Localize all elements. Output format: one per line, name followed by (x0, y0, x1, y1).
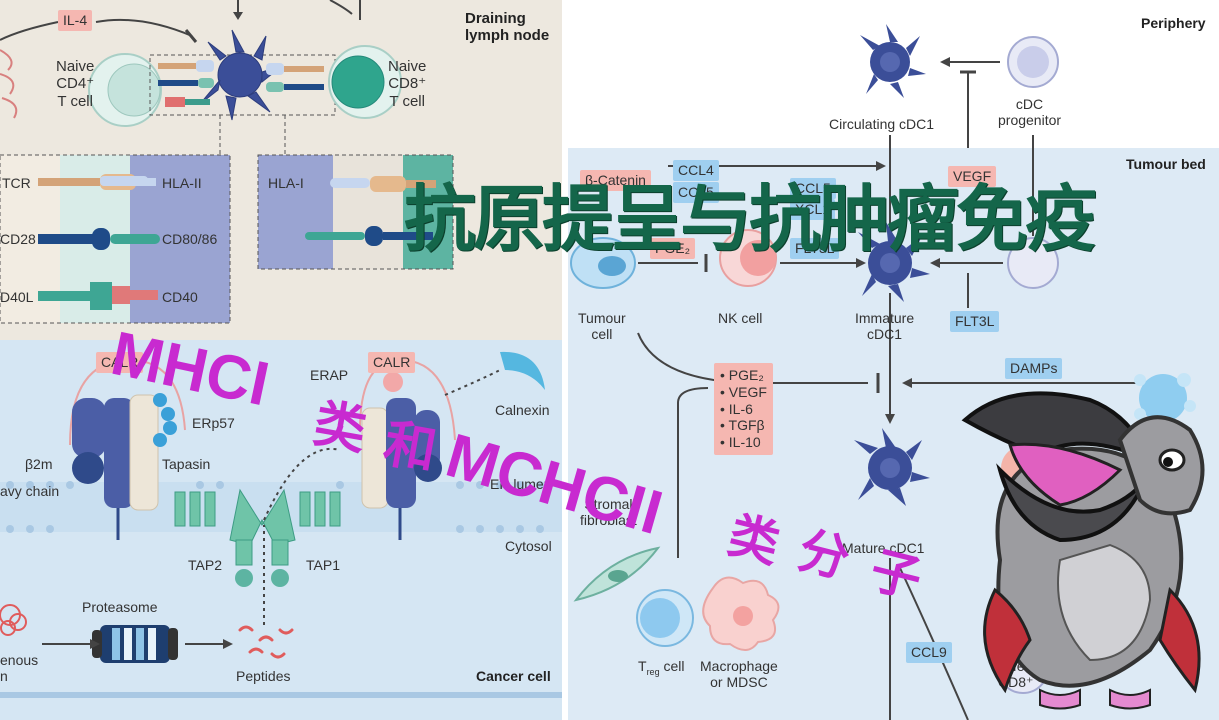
tap2-label: TAP2 (188, 557, 222, 573)
heavy-chain-label: avy chain (0, 483, 60, 499)
erap-label: ERAP (310, 367, 349, 383)
calr-tag-1: CALR (96, 352, 144, 373)
ccl9-tag: CCL9 (906, 642, 952, 663)
calnexin-label: Calnexin (495, 402, 550, 418)
periphery-heading: Periphery (1141, 15, 1206, 31)
tumour-bed-graphics (570, 148, 1196, 720)
treg-cell-label: Treg cell (638, 658, 684, 677)
nk-cell-label: NK cell (718, 310, 763, 326)
effector-cd8-label: Effec CD8⁺ (998, 658, 1033, 690)
factor-il10-text: IL-10 (728, 434, 761, 451)
cd28-label: CD28 (0, 231, 36, 247)
factor-vegf: • VEGF (720, 383, 767, 400)
cancer-cell-panel: CALR CALR ERAP ERp57 β2m Tapasin avy cha… (0, 340, 562, 720)
treg-t: T (638, 658, 647, 674)
stromal-line-2: fibroblast (580, 512, 637, 529)
naive-cd8-line-1: Naive (388, 58, 427, 75)
naive-cd4-line-1: Naive (56, 58, 95, 75)
factor-il6-text: IL-6 (728, 400, 753, 417)
ccl4-tag: CCL4 (673, 160, 719, 181)
stromal-fibroblast-label: Stromal fibroblast (580, 496, 637, 528)
factor-tgfb: • TGFβ (720, 417, 765, 434)
treg-rest: cell (659, 658, 685, 674)
heading-line-1: Draining (465, 10, 526, 27)
immature-cdc1-label: Immature cDC1 (855, 310, 914, 342)
cdc-prog-line-2: progenitor (998, 112, 1062, 129)
endogenous-label: enous n (0, 652, 38, 684)
factor-pge2: • PGE₂ (720, 367, 764, 383)
cdc-prog-line-1: cDC (1015, 96, 1044, 112)
naive-cd4-line-2: CD4⁺ (56, 75, 95, 93)
mature-cdc1-label: Mature cDC1 (842, 540, 925, 556)
periphery-panel: Periphery Circulating cDC1 cDC progenito… (568, 0, 1219, 148)
main-title: 抗原提呈与抗肿瘤免疫 (404, 180, 1097, 260)
dying-line-2: our cell (1148, 456, 1194, 473)
flt3l-tag-b: FLT3L (950, 311, 1000, 332)
effector-line-1: Effec (999, 658, 1032, 674)
cd40-label: CD40 (162, 289, 198, 305)
endogenous-line-2: n (0, 668, 8, 685)
tumour-bed-panel: Tumour bed β-Catenin CCL4 CCL5 CCL5 XCL1… (568, 148, 1219, 720)
cd8086-label: CD80/86 (162, 231, 218, 247)
cancer-cell-graphics (0, 351, 562, 698)
tumour-cell-label: Tumour cell (578, 310, 626, 342)
beta-catenin-tag: β-Catenin (580, 170, 651, 191)
vegf-tag: VEGF (948, 166, 997, 187)
tumour-cell-line-2: cell (591, 326, 613, 343)
macrophage-line-1: Macrophage (700, 658, 778, 674)
cytosol-label: Cytosol (505, 538, 552, 554)
periphery-graphics (860, 24, 1059, 148)
draining-lymph-node-heading: Draining lymph node (465, 10, 549, 45)
factor-pge2-text: PGE₂ (728, 367, 764, 383)
suppressive-factors-box: • PGE₂ • VEGF • IL-6 • TGFβ • IL-10 (714, 363, 773, 455)
mregdc-label: mregDC (1004, 540, 1057, 556)
dying-line-1: Dying (1152, 440, 1189, 456)
hla1-label: HLA-I (268, 175, 304, 191)
macrophage-mdsc-label: Macrophage or MDSC (700, 658, 778, 690)
flt3l-tag-a: FLT3L (790, 238, 840, 259)
treg-sub: reg (646, 666, 660, 677)
cd40l-label: D40L (0, 289, 34, 305)
naive-cd8-line-2: CD8⁺ (388, 75, 427, 93)
xcl1-tag: XCL1 (790, 199, 836, 220)
naive-cd8-label: Naive CD8⁺ T cell (388, 58, 426, 110)
proteasome-label: Proteasome (82, 599, 158, 615)
er-lumen-label: ER lumen (490, 476, 552, 492)
naive-cd4-line-3: T cell (57, 92, 93, 110)
factor-tgfb-text: TGFβ (728, 417, 765, 434)
damps-tag: DAMPs (1005, 358, 1063, 379)
lymph-node-panel: IL-4 Draining lymph node Naive CD4⁺ T ce… (0, 0, 562, 340)
erp57-label: ERp57 (192, 415, 235, 431)
tumour-bed-heading: Tumour bed (1126, 156, 1206, 172)
peptides-label: Peptides (236, 668, 291, 684)
endogenous-line-1: enous (0, 652, 39, 668)
naive-cd8-line-3: T cell (389, 92, 425, 110)
lymph-node-graphics (0, 0, 454, 324)
stromal-line-1: Stromal (584, 496, 633, 512)
ccl5-tag-b: CCL5 (790, 178, 836, 199)
calr-tag-2: CALR (368, 352, 416, 373)
pge2-tag: PGE₂ (650, 238, 695, 259)
ccl5-tag-a: CCL5 (673, 182, 719, 203)
macrophage-line-2: or MDSC (710, 674, 768, 691)
factor-vegf-text: VEGF (728, 383, 767, 400)
tumour-cell-line-1: Tumour (578, 310, 626, 326)
cdc-progenitor-label: cDC progenitor (998, 96, 1061, 128)
effector-line-2: CD8⁺ (998, 674, 1034, 691)
heading-line-2: lymph node (465, 27, 550, 45)
il4-tag: IL-4 (58, 10, 93, 31)
hla2-label: HLA-II (162, 175, 202, 191)
tap1-label: TAP1 (306, 557, 340, 573)
immature-line-1: Immature (855, 310, 915, 326)
naive-cd4-label: Naive CD4⁺ T cell (56, 58, 94, 110)
factor-il6: • IL-6 (720, 400, 753, 417)
tcr-label: TCR (2, 175, 31, 191)
cancer-cell-heading: Cancer cell (476, 668, 551, 684)
dying-tumour-cell-label: Dying our cell (1148, 440, 1193, 472)
factor-il10: • IL-10 (720, 434, 761, 451)
b2m-label: β2m (25, 456, 53, 472)
immature-line-2: cDC1 (867, 326, 903, 343)
tapasin-label: Tapasin (162, 456, 211, 472)
circulating-cdc1-label: Circulating cDC1 (829, 116, 935, 132)
